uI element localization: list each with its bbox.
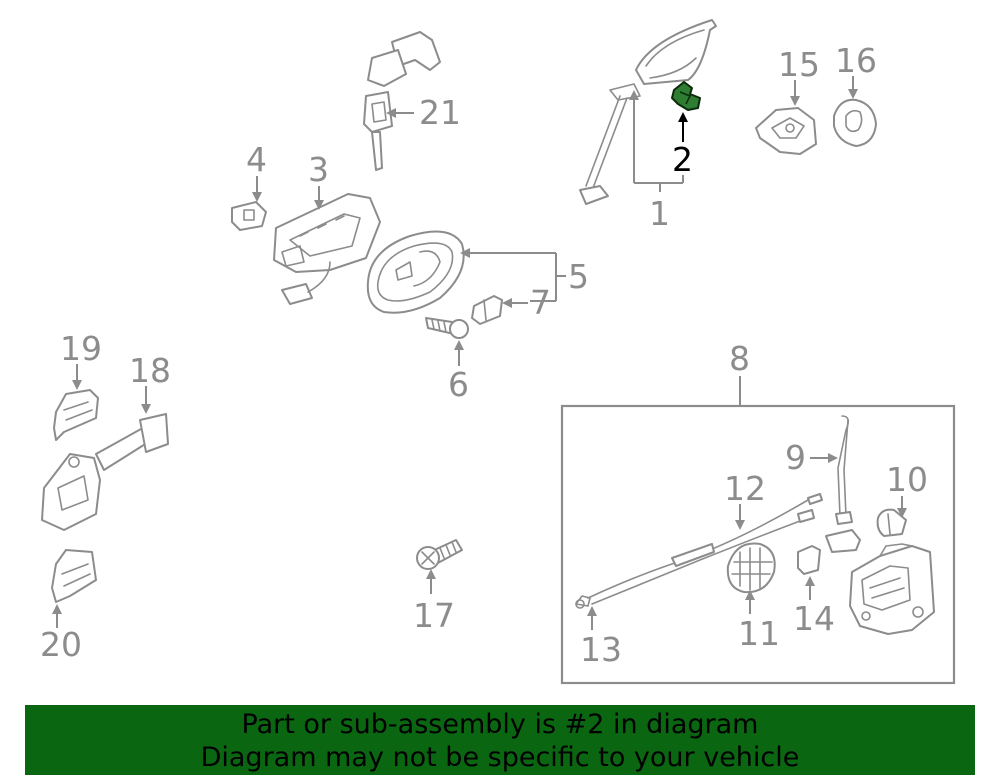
part-17-screw[interactable] bbox=[416, 539, 463, 570]
callout-20: 20 bbox=[40, 625, 82, 664]
callout-5: 5 bbox=[568, 257, 589, 296]
callout-9: 9 bbox=[785, 438, 806, 477]
part-4-clip[interactable] bbox=[231, 201, 267, 231]
callout-12-leader bbox=[735, 504, 745, 530]
callout-11-leader bbox=[745, 590, 755, 614]
callout-14: 14 bbox=[793, 599, 835, 638]
part-14-block[interactable] bbox=[797, 529, 861, 575]
callout-20-leader bbox=[52, 604, 62, 628]
part-7-pad[interactable] bbox=[471, 295, 503, 325]
callout-7: 7 bbox=[530, 283, 551, 322]
callout-21-leader bbox=[386, 108, 414, 118]
callout-18-leader bbox=[141, 386, 151, 414]
callout-13: 13 bbox=[580, 630, 622, 669]
part-15-bracket[interactable] bbox=[755, 107, 817, 155]
part-18-door-check[interactable] bbox=[41, 413, 169, 531]
callout-15: 15 bbox=[778, 45, 820, 84]
callout-13-leader bbox=[587, 606, 597, 630]
part-5-handle-bezel[interactable] bbox=[366, 230, 465, 314]
callout-14-leader bbox=[805, 576, 815, 600]
parts-diagram: 21 4 3 5 bbox=[40, 19, 956, 685]
part-10-clip[interactable] bbox=[876, 508, 907, 537]
callout-17-leader bbox=[426, 569, 436, 594]
callout-17: 17 bbox=[413, 596, 455, 635]
part-3-inner-handle[interactable] bbox=[273, 193, 381, 305]
part-21-lock-cylinder[interactable] bbox=[363, 31, 441, 171]
part-1-outer-handle[interactable] bbox=[579, 19, 717, 205]
callout-1: 1 bbox=[649, 194, 670, 233]
info-banner: Part or sub-assembly is #2 in diagram Di… bbox=[25, 705, 975, 775]
callout-11: 11 bbox=[738, 614, 780, 653]
callout-2-leader bbox=[678, 112, 688, 142]
callout-5-leader bbox=[460, 248, 566, 302]
callout-6: 6 bbox=[448, 365, 469, 404]
part-16-plate[interactable] bbox=[833, 98, 877, 147]
callout-6-leader bbox=[454, 340, 464, 366]
callout-9-leader bbox=[810, 453, 838, 463]
callout-16-leader bbox=[848, 76, 858, 99]
callout-7-leader bbox=[502, 298, 528, 308]
part-11-grommet[interactable] bbox=[726, 542, 776, 594]
part-6-screw[interactable] bbox=[425, 317, 469, 339]
callout-18: 18 bbox=[129, 351, 171, 390]
part-19-bracket[interactable] bbox=[53, 389, 99, 441]
callout-19: 19 bbox=[60, 329, 102, 368]
part-2-bracket-highlighted[interactable] bbox=[671, 81, 701, 111]
banner-line-part-info: Part or sub-assembly is #2 in diagram bbox=[241, 709, 759, 740]
callout-4-leader bbox=[252, 176, 262, 202]
part-9-rod[interactable] bbox=[835, 415, 853, 525]
callout-10: 10 bbox=[886, 460, 928, 499]
callout-3-leader bbox=[314, 186, 324, 210]
callout-10-leader bbox=[897, 496, 907, 518]
part-12-cable[interactable] bbox=[587, 493, 823, 605]
part-8-door-lock-actuator[interactable] bbox=[849, 543, 935, 635]
callout-1-leader bbox=[629, 90, 684, 192]
part-20-bracket[interactable] bbox=[51, 549, 97, 603]
part-13-cable-end[interactable] bbox=[575, 595, 591, 609]
callout-2: 2 bbox=[672, 140, 693, 179]
callout-4: 4 bbox=[246, 140, 267, 179]
callout-16: 16 bbox=[835, 41, 877, 80]
kit-box-8 bbox=[560, 376, 956, 685]
callout-12: 12 bbox=[724, 469, 766, 508]
callout-21: 21 bbox=[419, 93, 461, 132]
callout-8: 8 bbox=[729, 339, 750, 378]
callout-19-leader bbox=[72, 364, 82, 390]
callout-15-leader bbox=[790, 80, 800, 106]
banner-line-disclaimer: Diagram may not be specific to your vehi… bbox=[200, 742, 800, 773]
callout-3: 3 bbox=[308, 150, 329, 189]
